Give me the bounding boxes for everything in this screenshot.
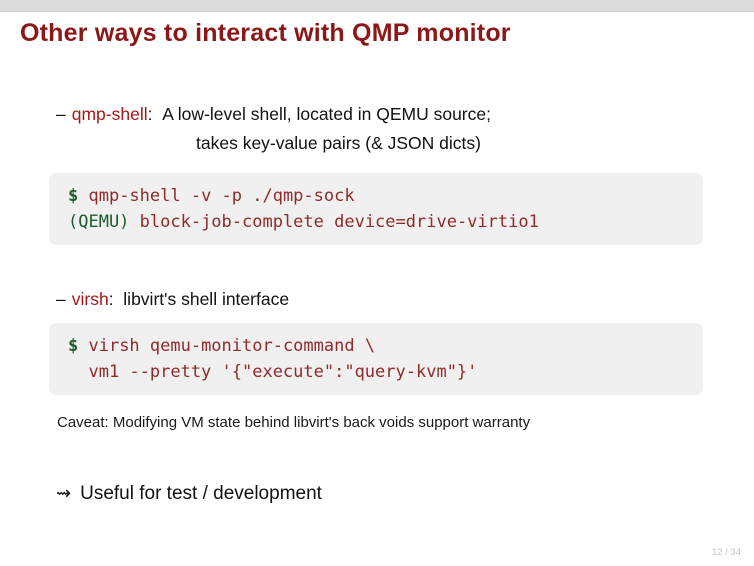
bullet-item-virsh: –virsh: libvirt's shell interface [56, 289, 289, 310]
code-command: block-job-complete device=drive-virtio1 [129, 212, 539, 232]
conclusion-line: ⇝ Useful for test / development [56, 483, 322, 505]
shell-prompt-icon: $ [68, 336, 79, 356]
shell-prompt-icon: $ [68, 186, 79, 206]
top-bar [0, 0, 754, 12]
bullet-dash: – [56, 104, 66, 124]
page-title: Other ways to interact with QMP monitor [20, 19, 511, 47]
bullet-separator: : [108, 289, 114, 309]
qemu-prompt-label: (QEMU) [68, 212, 130, 232]
code-line: $ virsh qemu-monitor-command \ [68, 333, 703, 359]
page-number: 12 / 34 [711, 547, 741, 558]
squiggly-arrow-icon: ⇝ [56, 483, 72, 503]
code-command: vm1 --pretty '{"execute":"query-kvm"}' [68, 362, 478, 382]
bullet-dash: – [56, 289, 66, 309]
code-line: $ qmp-shell -v -p ./qmp-sock [68, 183, 703, 209]
caveat-text: Caveat: Modifying VM state behind libvir… [57, 414, 531, 431]
conclusion-text: Useful for test / development [80, 483, 322, 504]
code-command: qmp-shell -v -p ./qmp-sock [78, 186, 355, 206]
bullet-keyword-qmp-shell: qmp-shell [71, 104, 148, 124]
bullet-text-qmp-shell: A low-level shell, located in QEMU sourc… [162, 104, 491, 124]
code-block-qmp-shell: $ qmp-shell -v -p ./qmp-sock(QEMU) block… [49, 173, 703, 245]
bullet-text-virsh: libvirt's shell interface [123, 289, 290, 309]
code-command: virsh qemu-monitor-command \ [78, 336, 376, 356]
bullet-separator: : [147, 104, 153, 124]
bullet-item-qmp-shell: –qmp-shell: A low-level shell, located i… [56, 104, 491, 125]
code-block-virsh: $ virsh qemu-monitor-command \ vm1 --pre… [49, 323, 703, 395]
bullet-keyword-virsh: virsh [71, 289, 109, 309]
bullet-text-qmp-shell-continuation: takes key-value pairs (& JSON dicts) [196, 133, 481, 153]
code-line: vm1 --pretty '{"execute":"query-kvm"}' [68, 359, 703, 385]
code-line: (QEMU) block-job-complete device=drive-v… [68, 209, 703, 235]
